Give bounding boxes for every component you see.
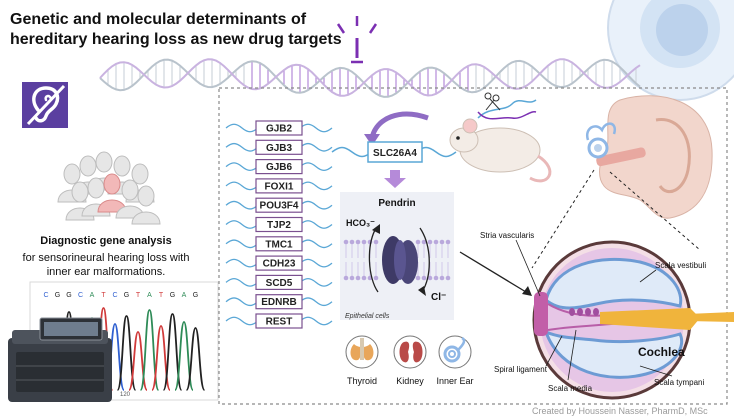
label-stria-vascularis: Stria vascularis: [480, 231, 534, 240]
sequence-base-3: C: [78, 292, 83, 299]
kidney-icon: [393, 335, 427, 369]
trace-position-label: 120: [120, 392, 131, 398]
cochlea-labels: Stria vascularis Scala vestibuli Spiral …: [480, 231, 706, 393]
sequence-base-2: G: [66, 292, 71, 299]
dna-helix: [99, 58, 641, 98]
label-scala-media: Scala media: [548, 384, 593, 393]
sequence-base-1: G: [55, 292, 60, 299]
pendrin-panel: Pendrin HCO₃⁻ Cl⁻ Epithelial cells: [340, 192, 454, 320]
title-line-1: Genetic and molecular determinants of: [10, 11, 307, 28]
diagnostic-line-2: inner ear malformations.: [47, 266, 166, 278]
gene-item-gjb6: GJB6: [225, 159, 333, 175]
diagnostic-heading: Diagnostic gene analysis: [40, 235, 171, 247]
pendrin-transporter-icon: [382, 236, 418, 284]
gene-item-ednrb: EDNRB: [225, 294, 333, 310]
inner-ear-icon: [438, 335, 472, 369]
gene-label: TMC1: [265, 239, 293, 250]
label-scala-vestibuli: Scala vestibuli: [655, 261, 706, 270]
sequence-base-7: G: [124, 292, 129, 299]
cell-illustration: [607, 0, 734, 101]
gene-list: GJB2GJB3GJB6FOXI1POU3F4TJP2TMC1CDH23SCD5…: [225, 120, 333, 329]
gene-label: POU3F4: [260, 201, 299, 212]
gene-item-foxi1: FOXI1: [225, 178, 333, 194]
sequence-base-5: T: [101, 292, 106, 299]
organ-label-inner-ear: Inner Ear: [436, 376, 473, 386]
bicarbonate-label: HCO₃⁻: [346, 218, 375, 228]
gene-item-pou3f4: POU3F4: [225, 197, 333, 213]
label-spiral-ligament: Spiral ligament: [494, 365, 548, 374]
sequence-base-12: A: [182, 292, 187, 299]
sequence-base-9: A: [147, 292, 152, 299]
scissors-icon: [484, 92, 501, 111]
gene-label: GJB2: [266, 124, 293, 135]
gene-panel-frame: [218, 87, 728, 405]
sequence-base-8: T: [136, 292, 141, 299]
gene-label: EDNRB: [261, 297, 297, 308]
mouse-icon: [449, 92, 552, 183]
sequence-base-10: T: [159, 292, 164, 299]
organ-icons: Thyroid Kidney Inner Ear: [345, 335, 474, 386]
epithelial-cells-label: Epithelial cells: [345, 313, 390, 320]
slc26a4-label: SLC26A4: [373, 148, 417, 159]
gene-item-gjb3: GJB3: [225, 139, 333, 155]
hearing-loss-icon: [22, 82, 68, 128]
gene-label: REST: [266, 317, 293, 328]
ear-anatomy-illustration: [585, 95, 713, 219]
gene-label: CDH23: [263, 259, 296, 270]
gene-label: GJB6: [266, 162, 293, 173]
gene-item-rest: REST: [225, 313, 333, 329]
sequence-base-13: G: [193, 292, 198, 299]
gene-label: SCD5: [266, 278, 293, 289]
gene-item-gjb2: GJB2: [225, 120, 333, 136]
cochlea-title: Cochlea: [638, 345, 685, 359]
pendrin-title: Pendrin: [378, 198, 415, 209]
sequence-base-6: C: [112, 292, 117, 299]
sequencer-machine-icon: [8, 317, 112, 402]
diagnostic-line-1: for sensorineural hearing loss with: [23, 252, 190, 264]
gene-item-scd5: SCD5: [225, 274, 333, 290]
sequence-base-11: G: [170, 292, 175, 299]
gene-item-cdh23: CDH23: [225, 255, 333, 271]
gene-item-tmc1: TMC1: [225, 236, 333, 252]
mouse-model-panel: SLC26A4: [331, 111, 457, 188]
sequence-base-0: C: [43, 292, 48, 299]
gene-item-tjp2: TJP2: [225, 216, 333, 233]
gene-label: GJB3: [266, 143, 293, 154]
pendrin-to-cochlea-arrow: [459, 251, 532, 296]
chloride-label: Cl⁻: [431, 292, 446, 303]
title-line-2: hereditary hearing loss as new drug targ…: [10, 31, 342, 48]
gene-label: FOXI1: [265, 181, 294, 192]
organ-label-kidney: Kidney: [396, 376, 424, 386]
gene-label: TJP2: [267, 220, 291, 231]
label-scala-tympani: Scala tympani: [654, 378, 704, 387]
cut-mark: [336, 16, 378, 64]
patient-group-icon: [57, 151, 161, 225]
thyroid-icon: [345, 335, 379, 369]
sequence-base-4: A: [90, 292, 95, 299]
zoom-lines: [531, 169, 701, 269]
cochlea-cross-section: [532, 240, 734, 400]
credit-line: Created by Houssein Nasser, PharmD, MSc: [532, 406, 708, 416]
organ-label-thyroid: Thyroid: [347, 376, 377, 386]
